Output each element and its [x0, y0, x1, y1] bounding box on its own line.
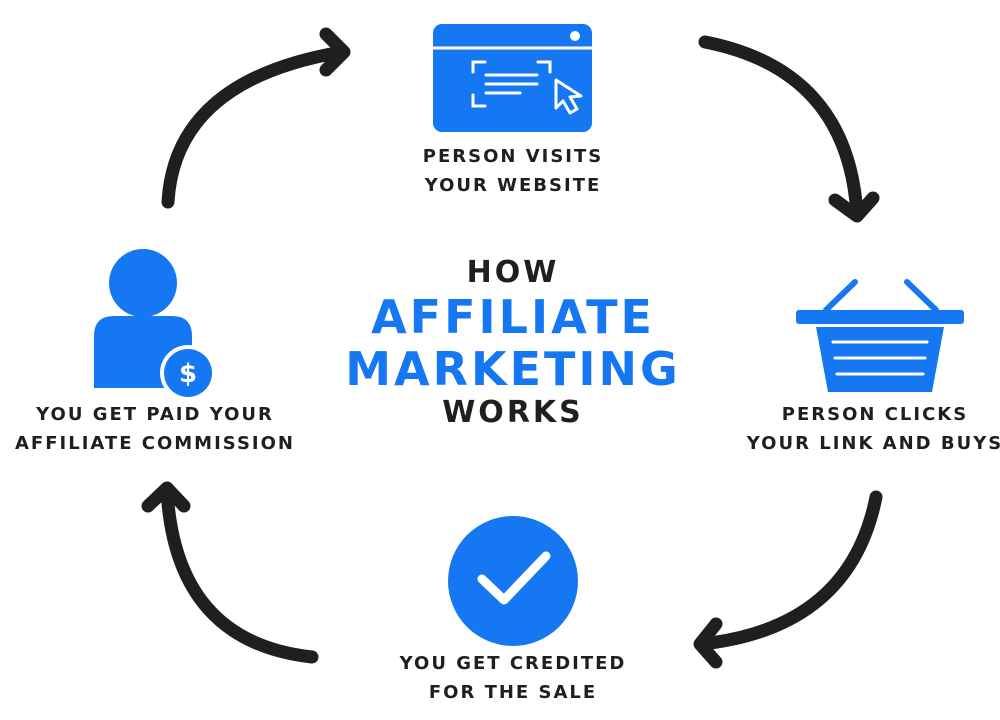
step-label-paid: YOU GET PAID YOUR AFFILIATE COMMISSION — [15, 400, 295, 458]
cycle-arrows — [141, 27, 883, 669]
person-dollar-icon: $ — [94, 249, 216, 401]
step-buy-line2: YOUR LINK AND BUYS — [746, 433, 1000, 454]
step-visit-line1: PERSON VISITS — [422, 146, 604, 167]
arrow-visit-to-buy — [698, 35, 880, 223]
step-credit-line2: FOR THE SALE — [428, 682, 598, 703]
title-main: AFFILIATE MARKETING — [313, 291, 713, 395]
step-buy-line1: PERSON CLICKS — [781, 404, 969, 425]
step-credit-line1: YOU GET CREDITED — [399, 653, 627, 674]
shopping-basket-icon — [796, 279, 964, 392]
step-label-buy: PERSON CLICKS YOUR LINK AND BUYS — [745, 400, 1000, 458]
step-paid-line1: YOU GET PAID YOUR — [36, 404, 274, 425]
step-visit-line2: YOUR WEBSITE — [424, 175, 602, 196]
arrow-credit-to-paid — [141, 481, 319, 664]
title-marketing: MARKETING — [345, 342, 681, 396]
title-affiliate: AFFILIATE — [371, 290, 655, 344]
diagram-title: HOW AFFILIATE MARKETING WORKS — [313, 255, 713, 431]
arrow-buy-to-credit — [693, 490, 883, 669]
browser-click-icon — [433, 24, 592, 132]
svg-text:$: $ — [179, 359, 197, 389]
step-label-visit: PERSON VISITS YOUR WEBSITE — [413, 142, 613, 200]
title-works: WORKS — [442, 395, 584, 430]
check-circle-icon — [448, 516, 578, 646]
step-label-credit: YOU GET CREDITED FOR THE SALE — [383, 649, 643, 707]
arrow-paid-to-visit — [161, 27, 351, 209]
step-paid-line2: AFFILIATE COMMISSION — [15, 433, 295, 454]
title-how: HOW — [466, 255, 560, 290]
